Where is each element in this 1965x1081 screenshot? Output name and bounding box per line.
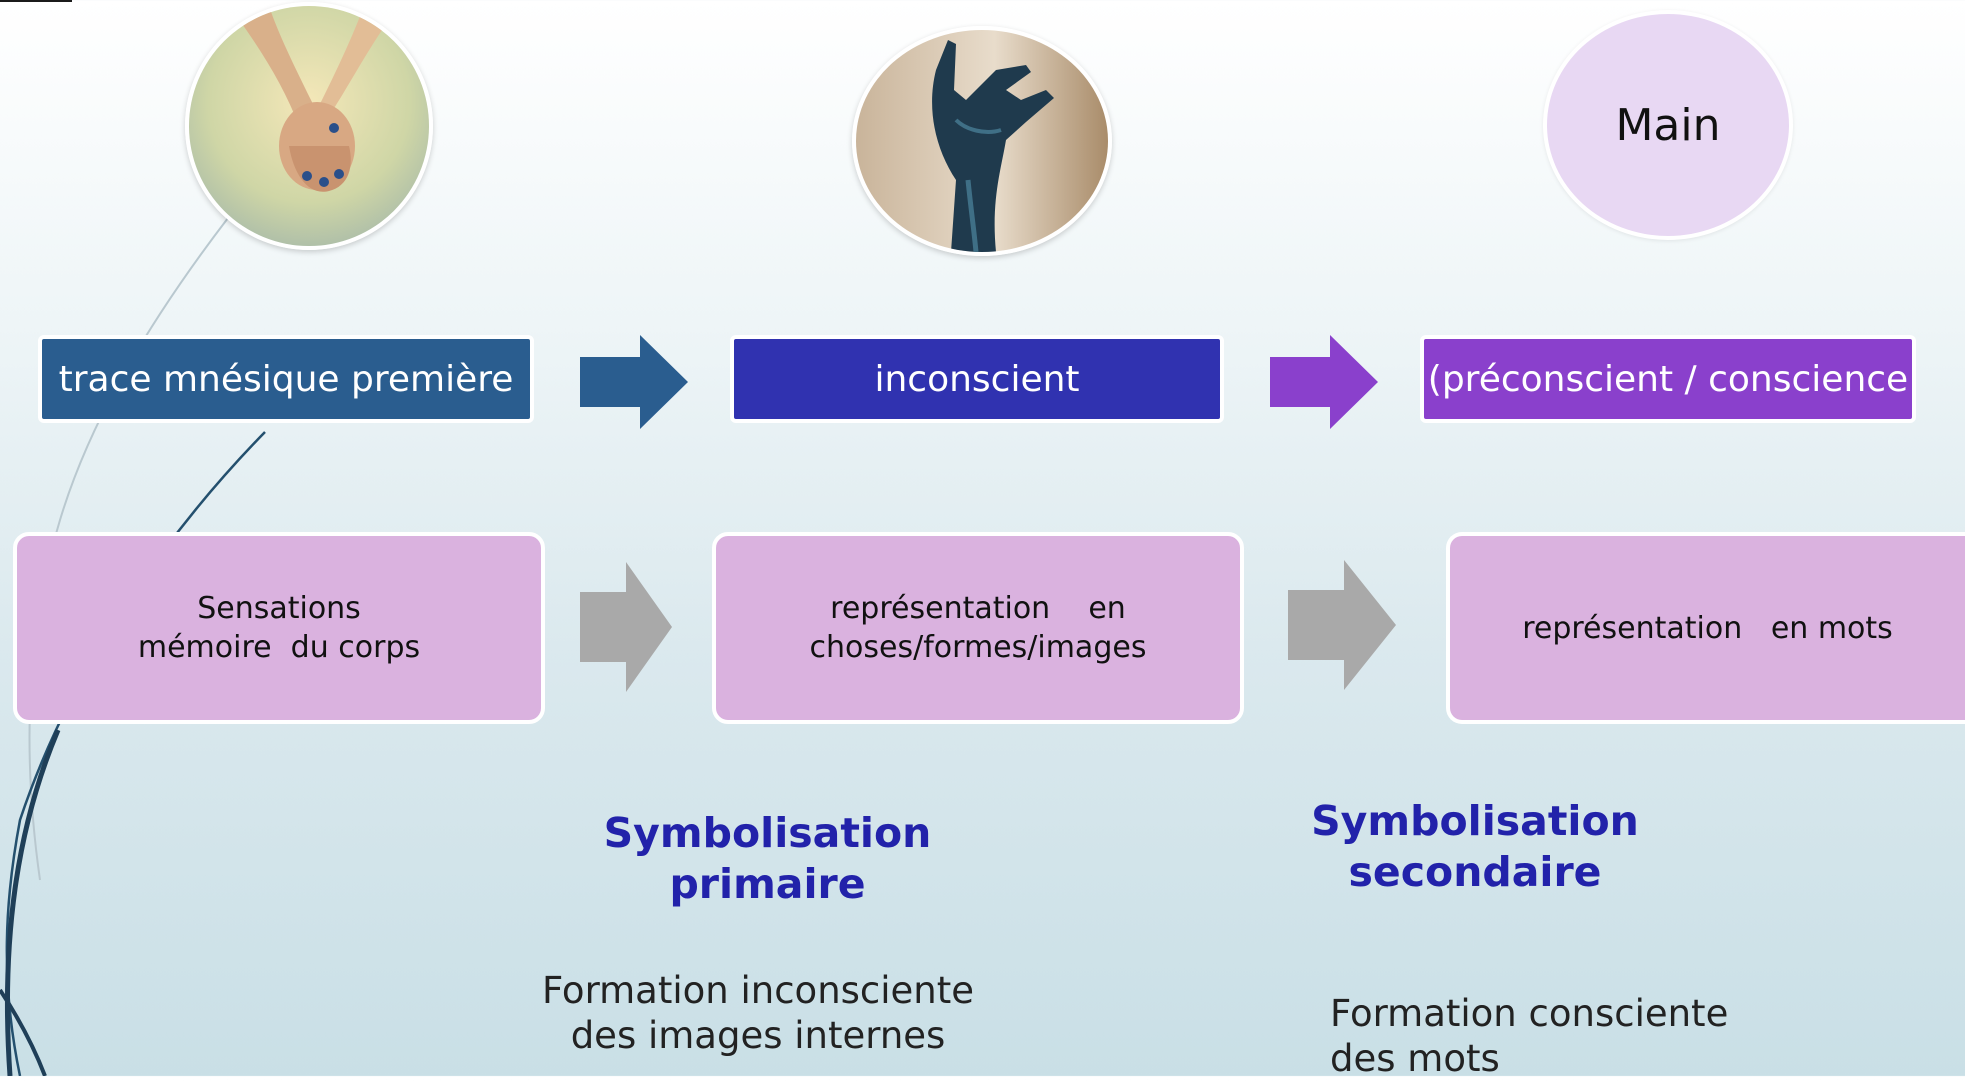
main-circle-label: Main bbox=[1615, 99, 1721, 151]
arrow-right-icon bbox=[580, 562, 672, 692]
symbolisation-primaire-title: Symbolisation primaire bbox=[603, 809, 932, 909]
box-representation-mots-label: représentation en mots bbox=[1522, 610, 1893, 646]
box-representation-choses-label: représentation en choses/formes/images bbox=[809, 591, 1147, 665]
symbolisation-primaire-description: Formation inconsciente des images intern… bbox=[541, 969, 975, 1058]
box-representation-mots: représentation en mots bbox=[1446, 532, 1965, 724]
box-sensations-label: Sensations mémoire du corps bbox=[137, 591, 421, 665]
hands-holding-icon bbox=[189, 6, 429, 246]
symbolisation-secondaire-title: Symbolisation secondaire bbox=[1311, 797, 1639, 897]
box-inconscient-label: inconscient bbox=[874, 358, 1080, 400]
arrow-right-icon bbox=[1288, 560, 1396, 690]
box-sensations: Sensations mémoire du corps bbox=[13, 532, 545, 724]
box-trace-mnesique: trace mnésique première bbox=[38, 335, 534, 423]
sculpted-hand-image bbox=[852, 26, 1112, 256]
main-circle: Main bbox=[1543, 10, 1793, 240]
box-preconscient-label: (préconscient / conscience bbox=[1427, 358, 1909, 400]
arrow-right-icon bbox=[1270, 335, 1378, 429]
box-representation-choses: représentation en choses/formes/images bbox=[712, 532, 1244, 724]
box-inconscient: inconscient bbox=[730, 335, 1224, 423]
sculpted-hand-icon bbox=[856, 30, 1108, 252]
hands-holding-image bbox=[185, 2, 433, 250]
symbolisation-secondaire-description: Formation consciente des mots bbox=[1330, 992, 1729, 1081]
corner-mark bbox=[0, 0, 72, 2]
box-trace-mnesique-label: trace mnésique première bbox=[58, 358, 514, 400]
box-preconscient: (préconscient / conscience bbox=[1420, 335, 1916, 423]
arrow-right-icon bbox=[580, 335, 688, 429]
